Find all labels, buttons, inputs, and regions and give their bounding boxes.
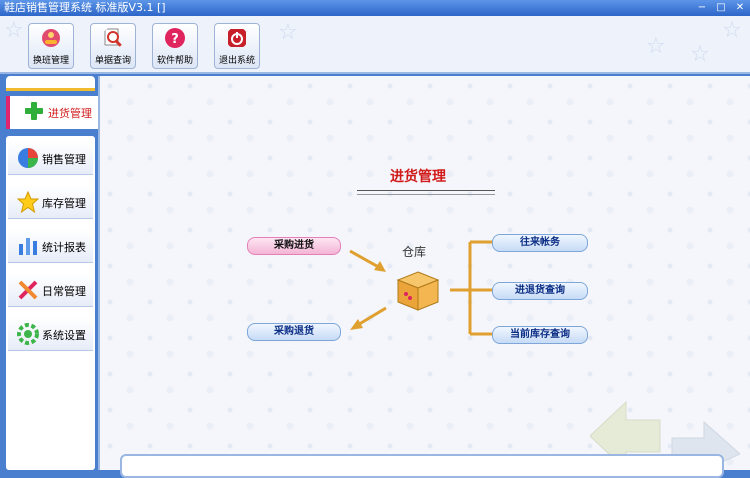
sidebar-item-purchase[interactable]: 进货管理 bbox=[6, 96, 102, 129]
exit-icon bbox=[228, 29, 246, 47]
sidebar-item-settings[interactable]: 系统设置 bbox=[8, 318, 93, 351]
daily-tools-icon bbox=[18, 280, 38, 300]
help-icon: ? bbox=[165, 28, 185, 48]
help-button[interactable]: ? 软件帮助 bbox=[152, 23, 198, 69]
purchase-in-button[interactable]: 采购进货 bbox=[247, 237, 341, 255]
swap-shift-icon bbox=[42, 29, 60, 47]
purchase-return-query-button[interactable]: 进退货查询 bbox=[492, 282, 588, 300]
star-decoration-icon: ☆ bbox=[690, 42, 710, 67]
toolbar-label: 单据查询 bbox=[94, 56, 131, 66]
sidebar-header bbox=[6, 76, 95, 91]
flow-connectors bbox=[349, 240, 492, 336]
toolbar-label: 软件帮助 bbox=[156, 56, 193, 66]
star-decoration-icon: ☆ bbox=[4, 18, 24, 43]
maximize-button[interactable]: □ bbox=[716, 2, 726, 13]
star-decoration-icon: ☆ bbox=[278, 20, 298, 45]
warehouse-box-icon bbox=[396, 271, 440, 311]
sidebar-item-label: 统计报表 bbox=[42, 241, 86, 254]
close-button[interactable]: ✕ bbox=[735, 2, 745, 13]
minimize-button[interactable]: − bbox=[697, 2, 707, 13]
toolbar-label: 换班管理 bbox=[32, 56, 69, 66]
toolbar-label: 退出系统 bbox=[218, 56, 255, 66]
account-ledger-button[interactable]: 往来帐务 bbox=[492, 234, 588, 252]
sidebar-item-inventory[interactable]: 库存管理 bbox=[8, 186, 93, 219]
bottom-info-box bbox=[120, 454, 724, 478]
exit-button[interactable]: 退出系统 bbox=[214, 23, 260, 69]
green-plus-icon bbox=[25, 102, 43, 120]
sidebar-item-label: 系统设置 bbox=[42, 329, 86, 342]
window-title: 鞋店销售管理系统 标准版V3.1 [] bbox=[4, 1, 166, 14]
document-query-button[interactable]: 单据查询 bbox=[90, 23, 136, 69]
sidebar-item-label: 销售管理 bbox=[42, 153, 86, 166]
sidebar-item-reports[interactable]: 统计报表 bbox=[8, 230, 93, 263]
main-panel: 进货管理 采购进货 采购退货 仓库 往来帐务 进退货查询 当前库存查询 bbox=[98, 76, 750, 478]
title-underline bbox=[357, 190, 495, 195]
svg-text:?: ? bbox=[171, 32, 179, 47]
toolbar: ☆ ☆ ☆ ☆ ☆ 换班管理 单据查询 ? 软件帮助 退出系统 bbox=[0, 16, 750, 74]
pie-chart-icon bbox=[18, 148, 38, 168]
sidebar-item-daily[interactable]: 日常管理 bbox=[8, 274, 93, 307]
star-decoration-icon: ☆ bbox=[646, 34, 666, 59]
star-icon bbox=[17, 191, 39, 213]
page-title: 进货管理 bbox=[390, 169, 446, 185]
warehouse-label: 仓库 bbox=[402, 245, 427, 259]
shift-change-button[interactable]: 换班管理 bbox=[28, 23, 74, 69]
background-pattern bbox=[100, 76, 750, 470]
sidebar-item-label: 日常管理 bbox=[42, 285, 86, 298]
bar-report-icon bbox=[19, 238, 37, 255]
sidebar-menu: 销售管理 库存管理 统计报表 日常管理 bbox=[6, 136, 95, 470]
current-stock-query-button[interactable]: 当前库存查询 bbox=[492, 326, 588, 344]
title-bar: 鞋店销售管理系统 标准版V3.1 [] − □ ✕ bbox=[0, 0, 750, 16]
sidebar-item-label: 库存管理 bbox=[42, 197, 86, 210]
settings-gear-icon bbox=[17, 323, 39, 345]
search-doc-icon bbox=[104, 28, 124, 49]
sidebar-item-sales[interactable]: 销售管理 bbox=[8, 142, 93, 175]
star-decoration-icon: ☆ bbox=[722, 18, 742, 43]
sidebar-item-label: 进货管理 bbox=[48, 107, 92, 120]
sidebar: 进货管理 销售管理 库存管理 统计报表 bbox=[4, 76, 102, 470]
purchase-return-button[interactable]: 采购退货 bbox=[247, 323, 341, 341]
